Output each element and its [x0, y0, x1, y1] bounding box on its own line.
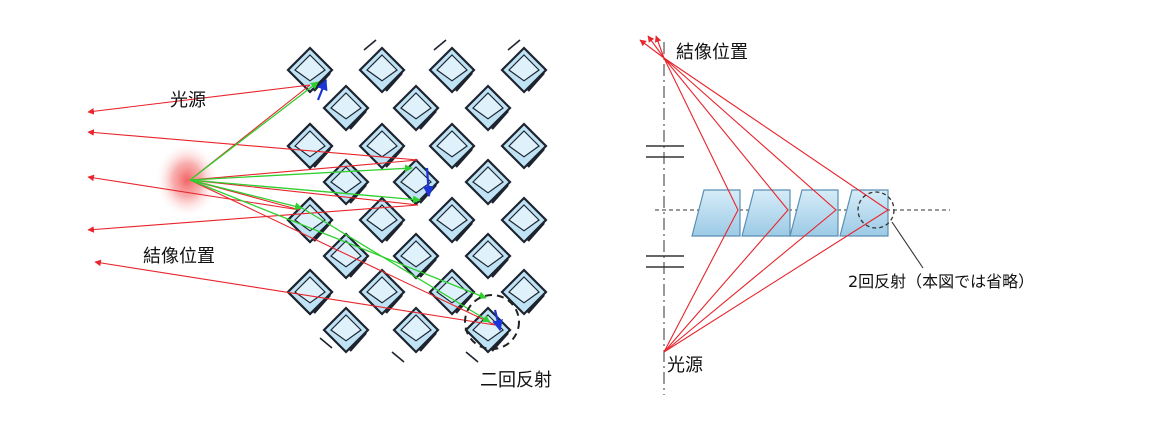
mirror-array [286, 39, 548, 363]
mirror-cube [392, 84, 440, 132]
omitted-reflection-marker [857, 191, 895, 229]
mirror-cube [392, 232, 440, 280]
green-ray [189, 81, 319, 181]
red-ray [87, 84, 311, 115]
red-ray-path [663, 57, 739, 353]
reflection-vectors [316, 78, 503, 332]
mirror-element [789, 189, 839, 237]
mirror-cube [428, 268, 476, 316]
mirror-cube [322, 232, 370, 280]
green-ray [189, 179, 303, 211]
mirror-cube [464, 158, 512, 206]
mirror-cube [428, 196, 476, 244]
mirror-cube [322, 306, 370, 354]
red-ray-arrow [639, 39, 665, 59]
green-ray [189, 179, 487, 300]
mirror-cube [358, 268, 406, 316]
omitted-reflection-note: 2回反射（本図では省略） [848, 272, 1035, 291]
red-ray [87, 174, 301, 211]
outgoing-red-rays [87, 84, 496, 326]
array-edge-tick [465, 351, 479, 363]
mirror-cube [464, 232, 512, 280]
left-mirror-array-diagram [87, 39, 548, 363]
side-view-red-rays [639, 35, 890, 353]
mirror-cube [358, 196, 406, 244]
array-edge-tick [433, 39, 447, 51]
right-side-view-diagram [639, 35, 950, 395]
light-source-glow [155, 142, 219, 218]
mirror-cube [286, 268, 334, 316]
mirror-cube [500, 46, 548, 94]
green-ray [189, 179, 421, 204]
red-ray-path [663, 57, 789, 353]
double-reflection-label: 二回反射 [480, 370, 552, 391]
mirror-cube [428, 46, 476, 94]
array-edge-tick [319, 337, 333, 349]
red-ray [189, 179, 419, 206]
array-edge-tick [363, 39, 377, 51]
red-ray-path [663, 57, 837, 353]
image-position-label-right: 結像位置 [676, 42, 748, 63]
mirror-cube [428, 122, 476, 170]
leader-line [891, 221, 924, 269]
red-ray-arrow [654, 35, 665, 59]
double-reflection-marker [464, 294, 520, 350]
mirror-cube [286, 122, 334, 170]
mirror-cube [464, 84, 512, 132]
light-source-label-right: 光源 [667, 355, 703, 376]
red-ray-arrow [647, 35, 665, 59]
red-ray [87, 204, 419, 233]
mirror-cube [322, 84, 370, 132]
red-ray-path [663, 57, 890, 353]
mirror-cube [500, 196, 548, 244]
blue-vector [492, 309, 503, 332]
light-source-label-left: 光源 [170, 90, 206, 111]
image-position-label-left: 結像位置 [143, 246, 215, 267]
red-ray [189, 179, 496, 326]
mirror-cube [500, 268, 548, 316]
mirror-cube [358, 46, 406, 94]
array-edge-tick [391, 351, 405, 363]
red-ray [94, 259, 496, 326]
mirror-element [741, 189, 791, 237]
mirror-cube [392, 158, 440, 206]
mirror-cube [286, 196, 334, 244]
blue-vector [422, 167, 434, 198]
array-edge-tick [507, 39, 521, 51]
mirror-cube [500, 122, 548, 170]
red-ray [189, 159, 419, 181]
blue-vector [316, 78, 328, 101]
green-ray [301, 207, 491, 323]
red-ray [87, 129, 419, 161]
mirror-element [691, 189, 741, 237]
green-ray [189, 164, 413, 181]
mirror-cube [392, 306, 440, 354]
incident-green-rays [189, 81, 491, 323]
mirror-elements [691, 189, 889, 237]
axis-break-marks [646, 145, 684, 268]
